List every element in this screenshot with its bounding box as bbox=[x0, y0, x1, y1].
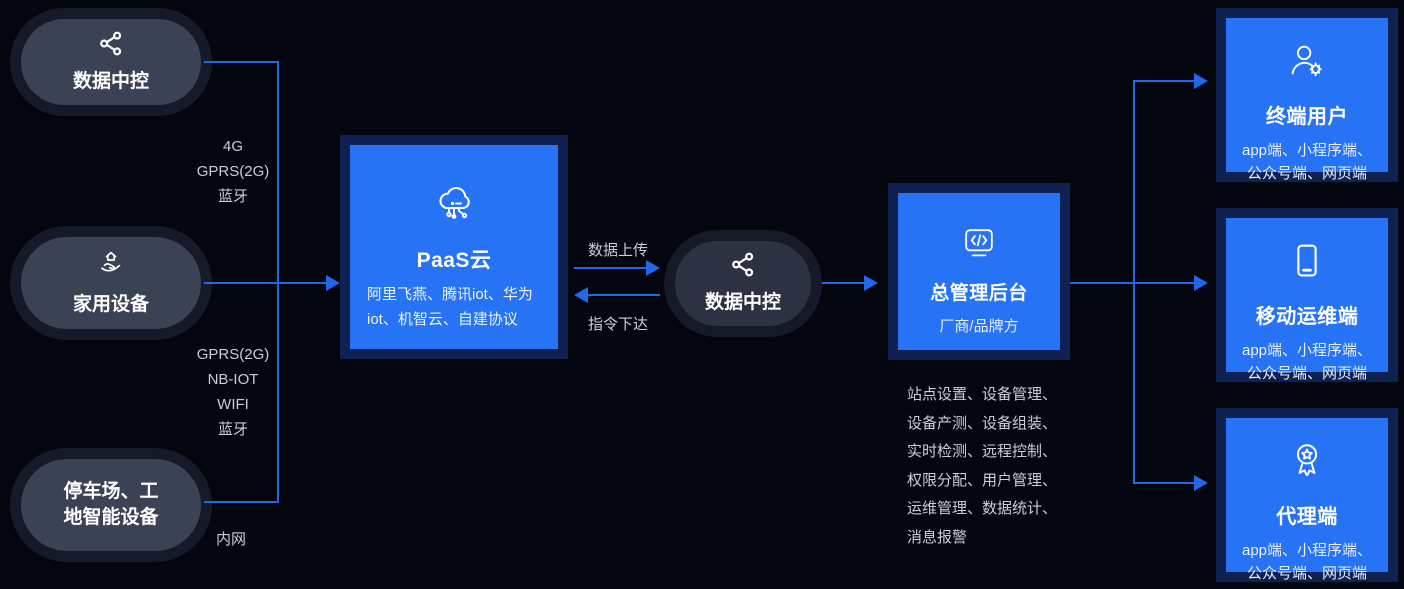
node-data-hub-middle: 数据中控 bbox=[664, 230, 822, 337]
label-data-upload: 数据上传 bbox=[587, 242, 648, 259]
award-icon bbox=[1284, 439, 1330, 490]
connector-admin-middle bbox=[1070, 282, 1194, 284]
label-command-down: 指令下达 bbox=[587, 316, 648, 333]
hand-holding-house-icon bbox=[95, 248, 127, 285]
node-parking-site-devices: 停车场、工地智能设备 bbox=[10, 448, 212, 562]
box-title: 移动运维端 bbox=[1255, 306, 1359, 328]
connector-command bbox=[588, 294, 660, 296]
node-label: 停车场、工地智能设备 bbox=[63, 481, 159, 528]
connector-node2-paas bbox=[204, 282, 326, 284]
arrowhead-into-paas bbox=[326, 275, 340, 291]
end-user-box: 终端用户 app端、小程序端、公众号端、网页端 bbox=[1216, 8, 1398, 182]
arrowhead-command bbox=[574, 287, 588, 303]
admin-backend-box: 总管理后台 厂商/品牌方 bbox=[888, 183, 1070, 360]
agent-box: 代理端 app端、小程序端、公众号端、网页端 bbox=[1216, 408, 1398, 582]
box-title: 终端用户 bbox=[1266, 106, 1348, 128]
connector-upload bbox=[574, 267, 646, 269]
label-nbiot: NB-IOT bbox=[207, 371, 259, 388]
mobile-ops-box: 移动运维端 app端、小程序端、公众号端、网页端 bbox=[1216, 208, 1398, 382]
connector-branch-bottom bbox=[1134, 482, 1194, 484]
box-subtitle: app端、小程序端、公众号端、网页端 bbox=[1241, 542, 1373, 582]
node-label: 数据中控 bbox=[72, 70, 149, 92]
arrowhead-into-agent bbox=[1194, 475, 1208, 491]
connector-branch-trunk bbox=[1133, 80, 1135, 484]
arrowhead-into-admin bbox=[864, 275, 878, 291]
label-wifi: WIFI bbox=[217, 396, 249, 413]
label-bluetooth: 蓝牙 bbox=[217, 421, 248, 438]
share-nodes-icon bbox=[730, 251, 757, 283]
label-gprs: GPRS(2G) bbox=[196, 346, 270, 363]
node-label: 数据中控 bbox=[704, 292, 781, 314]
connector-node3-bus bbox=[204, 501, 279, 503]
node-label: 家用设备 bbox=[72, 294, 149, 316]
label-bluetooth: 蓝牙 bbox=[217, 188, 248, 205]
mobile-icon bbox=[1284, 239, 1330, 290]
box-subtitle: app端、小程序端、公众号端、网页端 bbox=[1241, 342, 1373, 382]
admin-feature-list: 站点设置、设备管理、设备产测、设备组装、实时检测、远程控制、权限分配、用户管理、… bbox=[907, 386, 1058, 546]
monitor-code-icon bbox=[957, 221, 1001, 270]
arrowhead-into-mobile-ops bbox=[1194, 275, 1208, 291]
box-subtitle: app端、小程序端、公众号端、网页端 bbox=[1241, 142, 1373, 182]
paas-cloud-box: PaaS云 阿里飞燕、腾讯iot、华为iot、机智云、自建协议 bbox=[340, 135, 568, 359]
protocol-labels-bottom: GPRS(2G) NB-IOT WIFI 蓝牙 bbox=[188, 342, 278, 442]
node-home-devices: 家用设备 bbox=[10, 226, 212, 340]
box-title: 代理端 bbox=[1276, 506, 1338, 528]
protocol-labels-top: 4G GPRS(2G) 蓝牙 bbox=[188, 134, 278, 209]
admin-title: 总管理后台 bbox=[930, 283, 1028, 304]
connector-node1-bus bbox=[204, 61, 278, 63]
connector-hub-admin bbox=[822, 282, 864, 284]
arrowhead-into-end-user bbox=[1194, 73, 1208, 89]
share-nodes-icon bbox=[98, 30, 125, 62]
label-intranet: 内网 bbox=[215, 531, 246, 548]
label-gprs: GPRS(2G) bbox=[196, 163, 270, 180]
paas-description: 阿里飞燕、腾讯iot、华为iot、机智云、自建协议 bbox=[367, 286, 533, 328]
user-gear-icon bbox=[1284, 39, 1330, 90]
node-data-hub-top: 数据中控 bbox=[10, 8, 212, 116]
connector-branch-top bbox=[1134, 80, 1194, 82]
admin-subtitle: 厂商/品牌方 bbox=[939, 318, 1019, 335]
label-4g: 4G bbox=[222, 138, 243, 155]
arrowhead-upload bbox=[646, 260, 660, 276]
cloud-iot-icon bbox=[430, 182, 478, 235]
paas-title: PaaS云 bbox=[416, 249, 492, 272]
